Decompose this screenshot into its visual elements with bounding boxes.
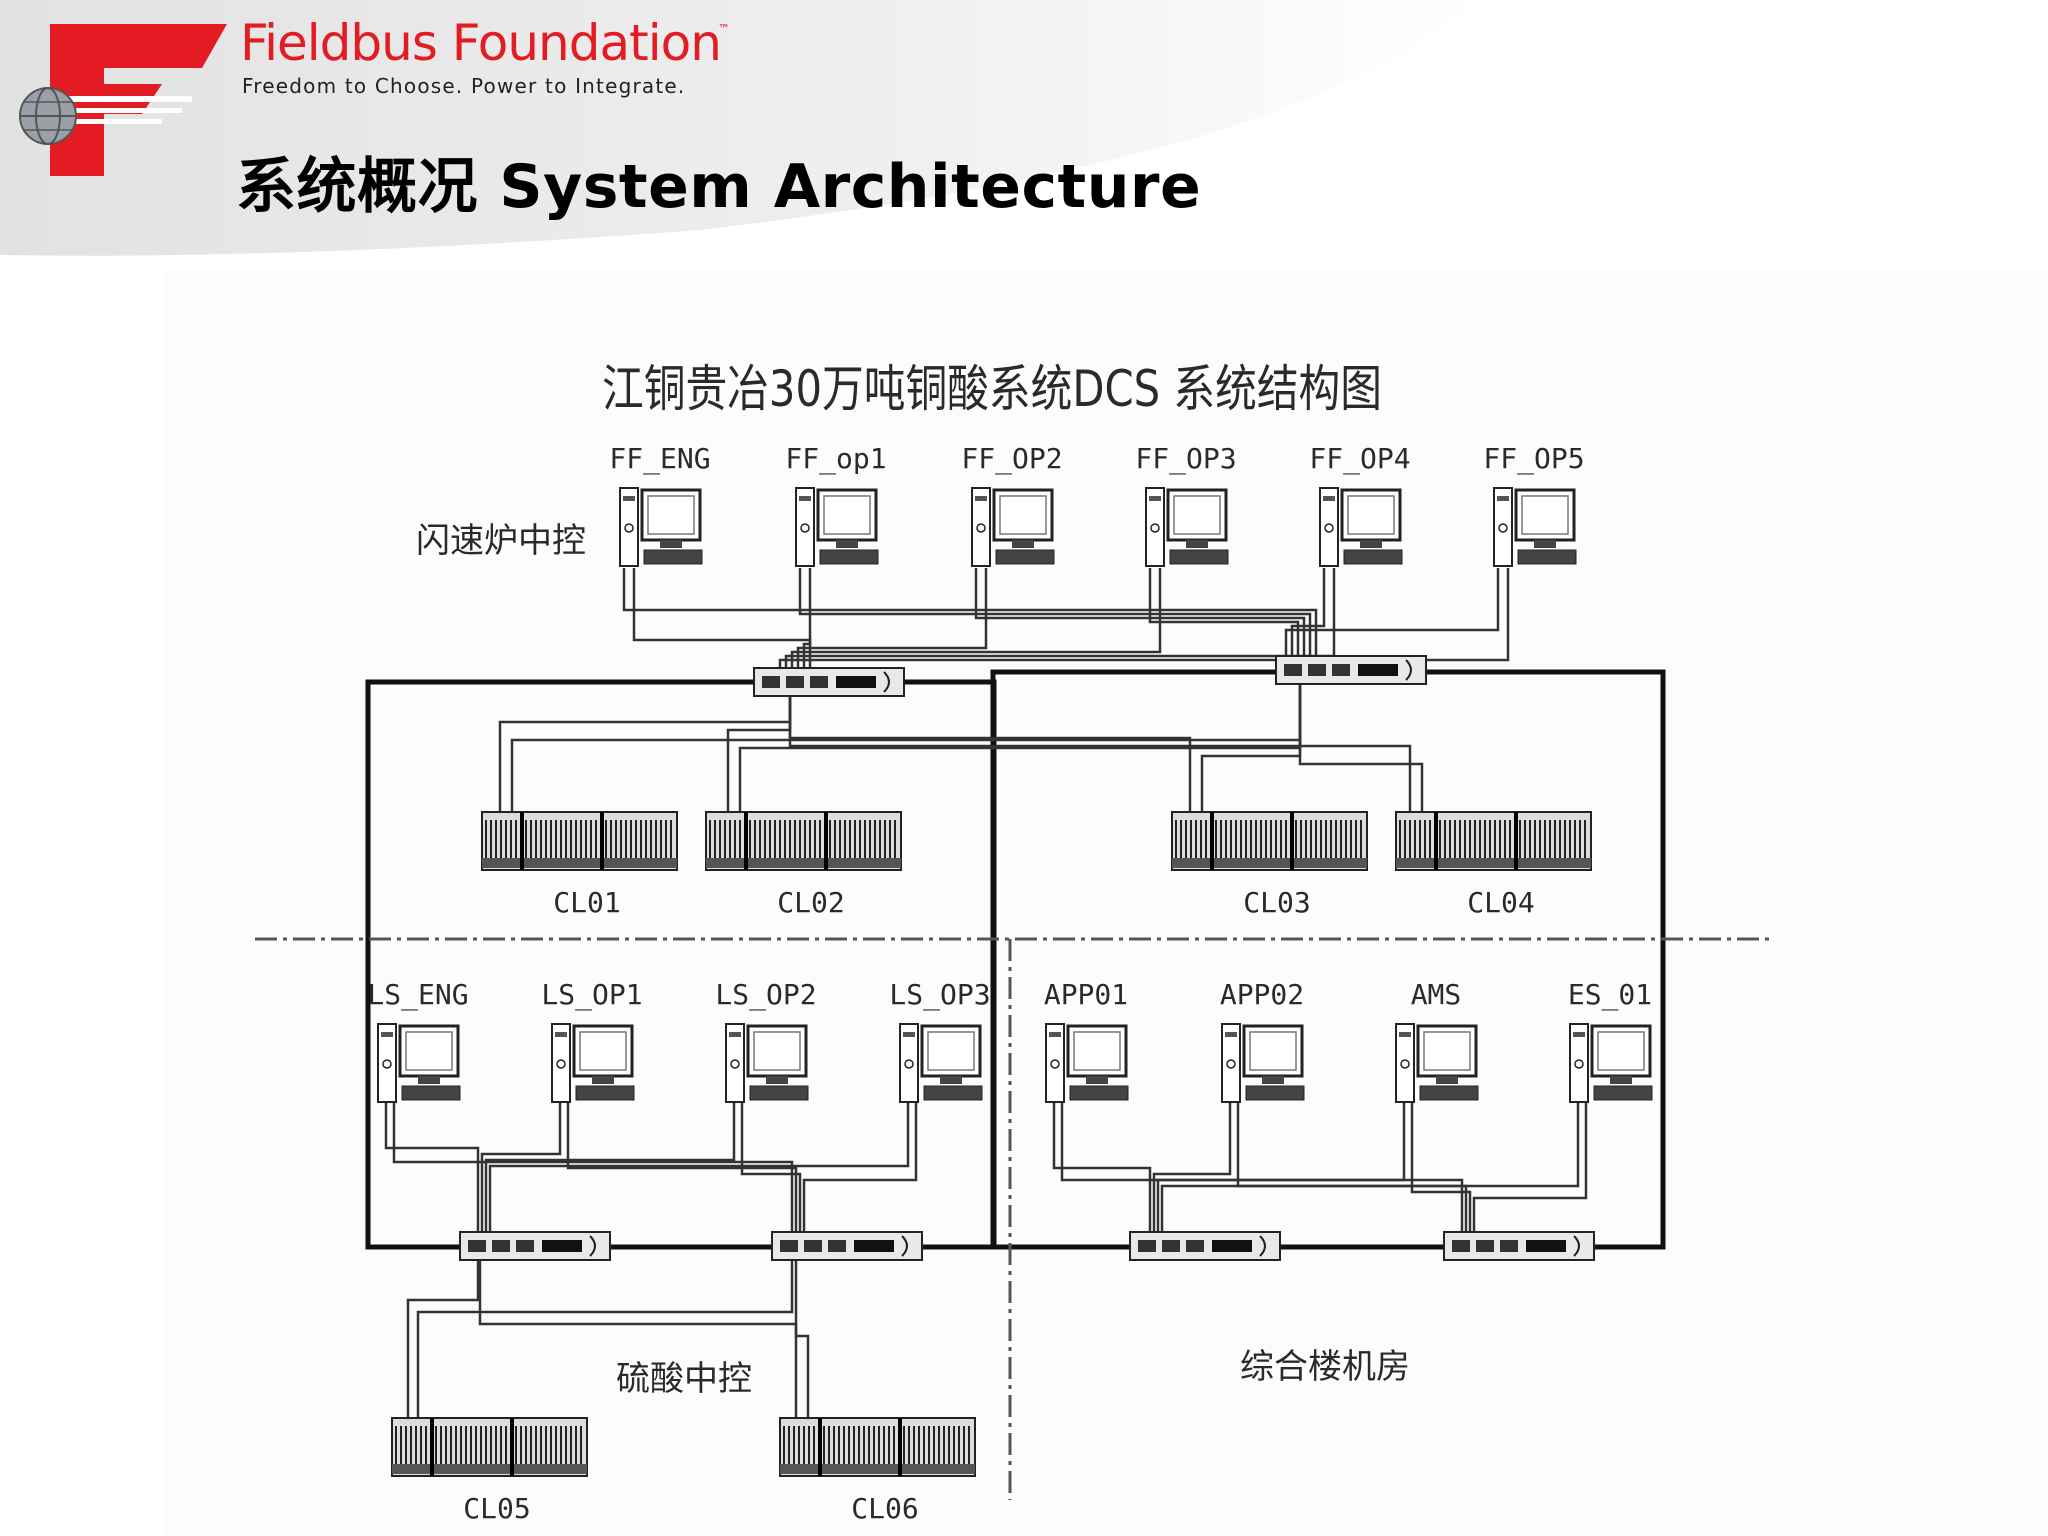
network-switches	[459, 655, 1595, 1261]
network-switch	[1443, 1231, 1595, 1261]
zone-label-acid: 硫酸中控	[616, 1359, 752, 1399]
header-background	[0, 0, 1480, 256]
workstation: FF_ENG	[609, 442, 711, 567]
network-switch	[1129, 1231, 1281, 1261]
controller-rack: CL06	[779, 1417, 976, 1525]
workstation: FF_OP3	[1135, 442, 1237, 567]
workstation: ES_01	[1568, 978, 1653, 1103]
fieldbus-logo	[19, 24, 227, 176]
slide-title: 系统概况 System Architecture	[236, 152, 1202, 222]
controller-rack: CL01	[481, 811, 678, 919]
zone-label-flash-furnace: 闪速炉中控	[416, 521, 586, 561]
controller-label: CL06	[851, 1492, 918, 1525]
workstation: FF_OP5	[1483, 442, 1585, 567]
controller-rack: CL05	[391, 1417, 588, 1525]
network-links	[384, 568, 1588, 1418]
controller-rack: CL03	[1171, 811, 1368, 919]
workstation: APP01	[1044, 978, 1129, 1103]
workstation-label: FF_op1	[785, 442, 886, 476]
workstation: LS_ENG	[367, 978, 469, 1103]
workstation-label: LS_OP3	[889, 978, 990, 1012]
controller-label: CL04	[1467, 886, 1534, 919]
controller-label: CL02	[777, 886, 844, 919]
network-switch	[753, 667, 905, 697]
workstation-label: FF_OP3	[1135, 442, 1236, 476]
workstation-label: APP02	[1220, 978, 1304, 1011]
workstation-label: LS_ENG	[367, 978, 468, 1012]
workstation: LS_OP1	[541, 978, 643, 1103]
workstation-label: LS_OP1	[541, 978, 642, 1012]
workstation-label: FF_OP5	[1483, 442, 1584, 476]
workstation-label: FF_OP2	[961, 442, 1062, 476]
diagram-title: 江铜贵冶30万吨铜酸系统DCS 系统结构图	[602, 360, 1382, 418]
controller-label: CL03	[1243, 886, 1310, 919]
workstation: FF_op1	[785, 442, 887, 567]
network-switch	[1275, 655, 1427, 685]
workstation-label: LS_OP2	[715, 978, 816, 1012]
workstation: FF_OP2	[961, 442, 1063, 567]
brand-tagline: Freedom to Choose. Power to Integrate.	[242, 74, 686, 98]
workstation: LS_OP2	[715, 978, 817, 1103]
workstation-label: AMS	[1411, 978, 1462, 1011]
network-switch	[771, 1231, 923, 1261]
workstation-label: FF_ENG	[609, 442, 710, 476]
workstation-label: APP01	[1044, 978, 1128, 1011]
controller-rack: CL04	[1395, 811, 1592, 919]
zone-label-building: 综合楼机房	[1240, 1347, 1410, 1387]
workstation: FF_OP4	[1309, 442, 1411, 567]
trademark: ™	[718, 22, 730, 36]
workstation: AMS	[1395, 978, 1479, 1103]
controller-rack: CL02	[705, 811, 902, 919]
building-boundary	[990, 669, 1666, 1250]
workstation-label: ES_01	[1568, 978, 1652, 1012]
network-switch	[459, 1231, 611, 1261]
brand-name: Fieldbus Foundation	[240, 14, 722, 72]
controller-label: CL01	[553, 886, 620, 919]
workstation: LS_OP3	[889, 978, 991, 1103]
workstation: APP02	[1220, 978, 1305, 1103]
controller-label: CL05	[463, 1492, 530, 1525]
workstation-label: FF_OP4	[1309, 442, 1410, 476]
workstations: FF_ENG FF_op1 FF_OP2 FF_OP3 FF_OP4 FF_OP5LS_E…	[367, 442, 1653, 1103]
